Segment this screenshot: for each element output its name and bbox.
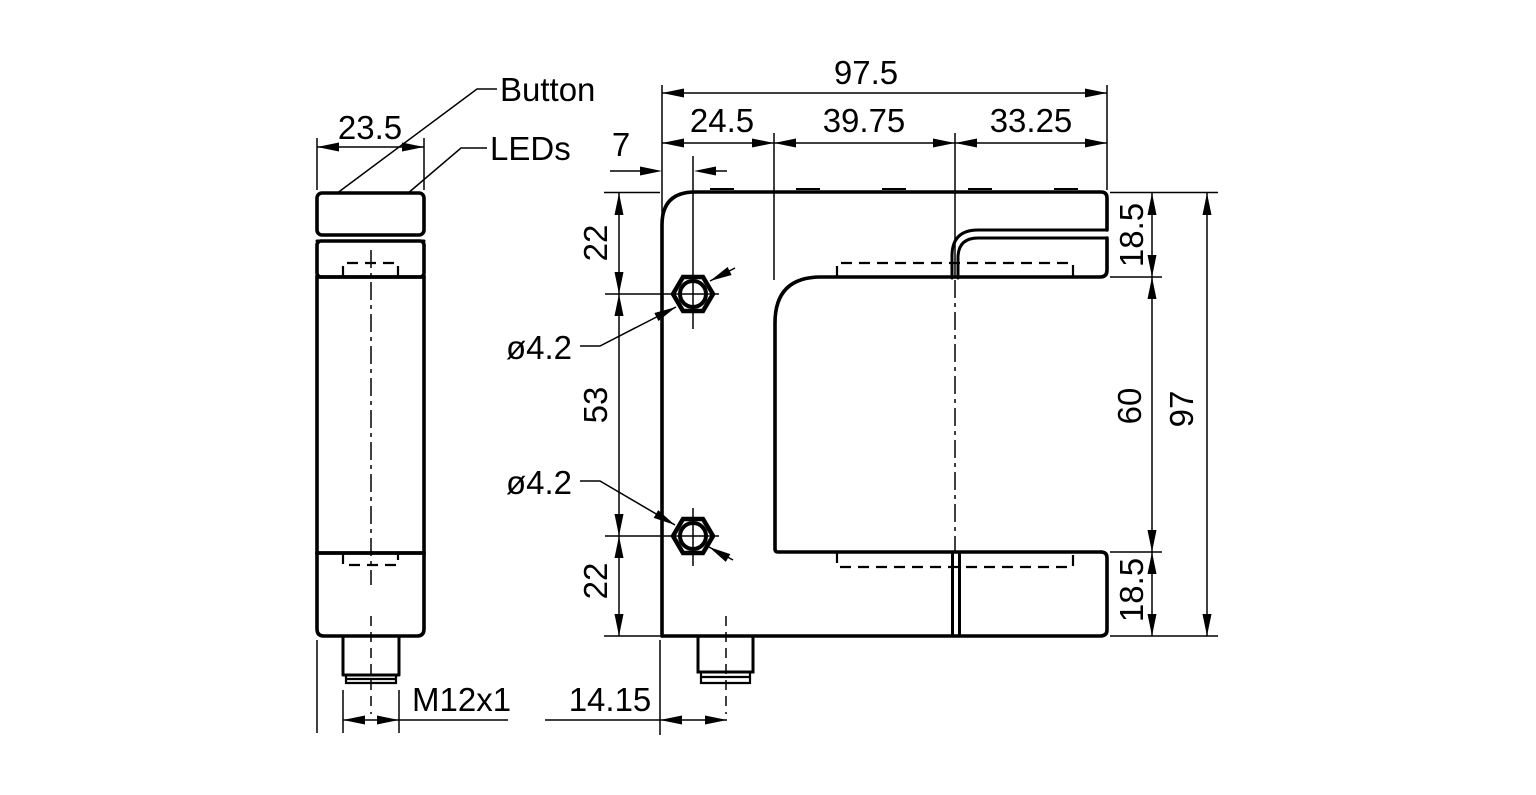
front-light-channel-outer bbox=[950, 228, 1109, 280]
front-view-centerlines bbox=[725, 280, 956, 714]
arrow-left bbox=[955, 138, 977, 148]
arrow-diagonal bbox=[709, 547, 731, 562]
overall-width-dimension: 97.5 bbox=[661, 54, 1108, 222]
side-view: 23.5 Button LEDs M12x1 bbox=[315, 71, 595, 733]
dim-hole-offset: 7 bbox=[612, 126, 630, 163]
dim-arm-bottom: 18.5 bbox=[1113, 558, 1150, 622]
segment-width-dimensions: 24.5 39.75 33.25 bbox=[662, 102, 1107, 280]
front-left-top-edge bbox=[660, 190, 1109, 638]
front-view-outline bbox=[660, 190, 1109, 685]
dim-connector-offset: 14.15 bbox=[569, 681, 652, 718]
front-view: 97.5 24.5 39.75 33.25 7 bbox=[506, 54, 1218, 735]
arrow-down bbox=[1147, 530, 1157, 552]
hole-circle bbox=[678, 279, 708, 309]
label-hole-dia-bottom: ø4.2 bbox=[506, 464, 572, 501]
dia-bottom-leader bbox=[580, 480, 676, 526]
arrow-up bbox=[614, 193, 624, 215]
hole-circle bbox=[678, 521, 708, 551]
dim-seg-mid: 39.75 bbox=[823, 102, 906, 139]
mounting-hole-bottom bbox=[605, 508, 719, 566]
hex-nut-icon bbox=[670, 274, 716, 314]
dim-side-width: 23.5 bbox=[338, 109, 402, 146]
side-cap bbox=[315, 191, 426, 237]
mounting-hole-top bbox=[605, 156, 719, 329]
arrow-right bbox=[752, 138, 774, 148]
dim-thread: M12x1 bbox=[412, 681, 511, 718]
label-hole-dia-top: ø4.2 bbox=[506, 329, 572, 366]
arrow-right bbox=[402, 142, 424, 152]
front-lower-window-hidden bbox=[835, 552, 1075, 569]
arrow-diagonal bbox=[654, 307, 676, 321]
label-leds: LEDs bbox=[490, 130, 571, 167]
dim-top-to-hole: 22 bbox=[577, 225, 614, 262]
arrow-right bbox=[640, 166, 662, 176]
side-bottom-section bbox=[315, 551, 426, 638]
hole-offset-dimension: 7 bbox=[610, 126, 727, 176]
arrow-up bbox=[614, 294, 624, 316]
arrow-up bbox=[1202, 193, 1212, 215]
arrow-down bbox=[614, 514, 624, 536]
connector-offset-dimension: 14.15 bbox=[545, 640, 727, 735]
arrow-diagonal bbox=[710, 267, 732, 281]
hex-nut-icon bbox=[670, 516, 716, 556]
arrow-up bbox=[614, 536, 624, 558]
arrow-right bbox=[377, 715, 399, 725]
button-leader-line bbox=[335, 88, 497, 195]
side-connector bbox=[341, 635, 401, 677]
front-lower-arm-edge bbox=[660, 550, 1109, 638]
side-width-dimension: 23.5 bbox=[316, 109, 425, 190]
arrow-down bbox=[1147, 255, 1157, 277]
leds-leader-line bbox=[406, 147, 487, 195]
arrow-left bbox=[317, 142, 339, 152]
thread-dimension: M12x1 bbox=[316, 640, 511, 733]
label-button: Button bbox=[500, 71, 595, 108]
arrow-left bbox=[774, 138, 796, 148]
arrow-left bbox=[662, 138, 684, 148]
front-light-channel-inner bbox=[956, 236, 1109, 280]
arrow-right bbox=[933, 138, 955, 148]
dim-arm-top: 18.5 bbox=[1113, 203, 1150, 267]
leds-callout: LEDs bbox=[406, 130, 571, 195]
dim-overall-width: 97.5 bbox=[834, 54, 898, 91]
arrow-right bbox=[1085, 138, 1107, 148]
front-lower-arm-seam bbox=[951, 550, 961, 638]
arrow-down bbox=[1147, 614, 1157, 636]
hole-diameter-callout-bottom: ø4.2 bbox=[506, 464, 734, 562]
front-view-hidden-lines bbox=[710, 188, 1095, 569]
arrow-left bbox=[343, 715, 365, 725]
arrow-up bbox=[1147, 193, 1157, 215]
left-vertical-dimensions: 22 53 22 bbox=[577, 191, 660, 637]
button-callout: Button bbox=[335, 71, 595, 195]
arrow-up bbox=[1147, 277, 1157, 299]
dim-overall-height: 97 bbox=[1163, 391, 1200, 428]
dim-hole-spacing: 53 bbox=[577, 387, 614, 424]
dim-hole-to-bottom: 22 bbox=[577, 563, 614, 600]
dim-seg-right: 33.25 bbox=[990, 102, 1073, 139]
arrow-left bbox=[662, 88, 684, 98]
front-slot-edge bbox=[773, 236, 1109, 554]
arrow-left bbox=[660, 715, 682, 725]
hole-diameter-callout-top: ø4.2 bbox=[506, 267, 736, 366]
arrow-left bbox=[694, 166, 716, 176]
dim-seg-left: 24.5 bbox=[690, 102, 754, 139]
arrow-down bbox=[614, 272, 624, 294]
right-vertical-dimensions: 18.5 60 18.5 97 bbox=[1110, 191, 1218, 637]
arrow-right bbox=[1085, 88, 1107, 98]
arrow-up bbox=[1147, 552, 1157, 574]
arrow-down bbox=[1202, 614, 1212, 636]
dim-slot-height: 60 bbox=[1111, 388, 1148, 425]
arrow-down bbox=[614, 614, 624, 636]
arrow-diagonal bbox=[653, 510, 675, 525]
arrow-right bbox=[705, 715, 727, 725]
dia-top-leader bbox=[580, 306, 677, 347]
thread-extension-lines bbox=[342, 690, 400, 733]
